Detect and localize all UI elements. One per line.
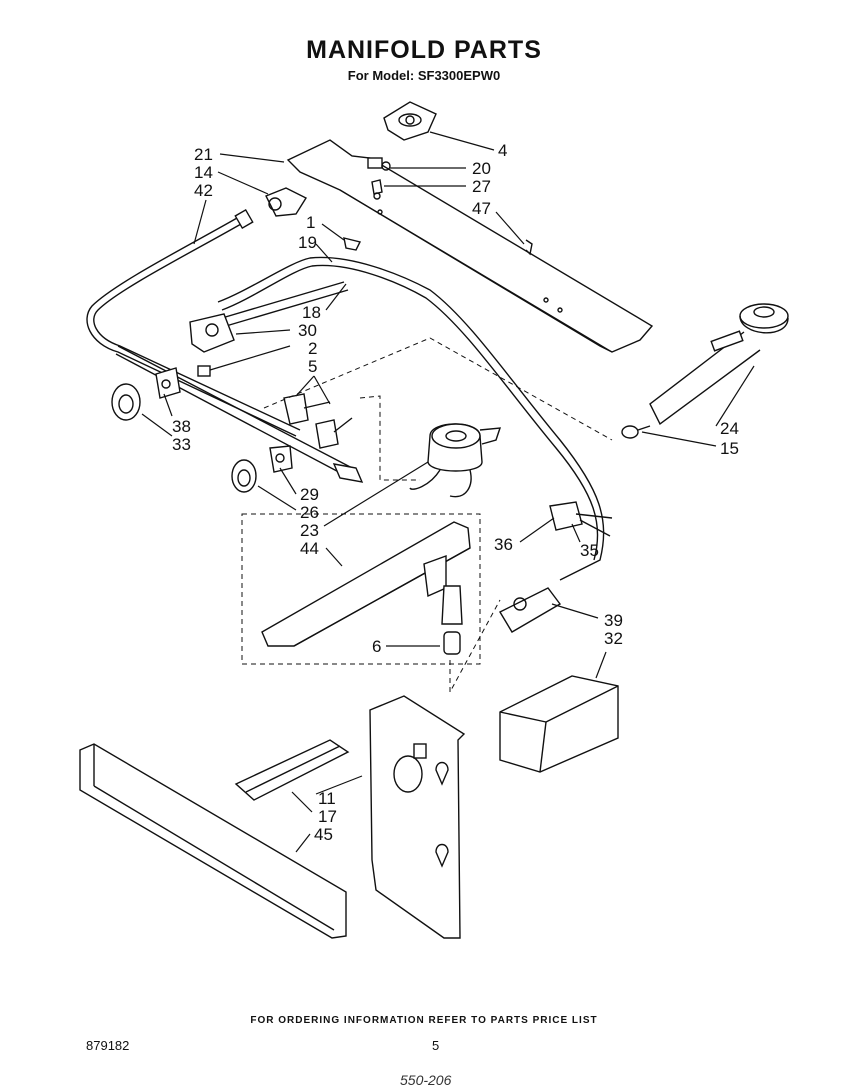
- label-20: 20: [472, 159, 491, 178]
- label-42: 42: [194, 181, 213, 200]
- label-2: 2: [308, 339, 317, 358]
- part-14-bracket[interactable]: [265, 187, 308, 217]
- label-21: 21: [194, 145, 213, 164]
- label-4: 4: [498, 141, 507, 160]
- label-44: 44: [300, 539, 319, 558]
- label-23: 23: [300, 521, 319, 540]
- part-2-fitting[interactable]: [197, 365, 211, 377]
- part-26-knob[interactable]: [231, 459, 257, 493]
- part-42-gas-tube[interactable]: [86, 208, 301, 437]
- page-number: 5: [432, 1038, 440, 1053]
- part-5-valve-lower[interactable]: [315, 417, 353, 449]
- label-24: 24: [720, 419, 739, 438]
- label-14: 14: [194, 163, 213, 182]
- label-35: 35: [580, 541, 599, 560]
- label-33: 33: [172, 435, 191, 454]
- part-11-17-bracket[interactable]: [234, 739, 350, 801]
- manifold-rail[interactable]: [115, 345, 364, 483]
- part-18-tube[interactable]: [221, 281, 349, 327]
- part-15-orifice[interactable]: [621, 425, 651, 439]
- part-39-thermostat[interactable]: [499, 587, 562, 633]
- part-4-burner-base[interactable]: [383, 101, 437, 141]
- part-29-bezel[interactable]: [269, 445, 293, 473]
- part-number-labels: 21 14 42 1 19 18 30 2 5 38 33 29 26 23 4…: [172, 141, 739, 844]
- part-44-burner-support[interactable]: [241, 513, 481, 665]
- side-panel[interactable]: [369, 695, 466, 939]
- document-code: 879182: [86, 1038, 130, 1053]
- leader-lines: [141, 131, 755, 853]
- part-23-burner[interactable]: [409, 423, 502, 498]
- label-47: 47: [472, 199, 491, 218]
- label-19: 19: [298, 233, 317, 252]
- part-1-clip[interactable]: [343, 237, 362, 251]
- label-11: 11: [318, 789, 336, 808]
- part-21-manifold-bracket[interactable]: [286, 139, 654, 353]
- label-18: 18: [302, 303, 321, 322]
- label-32: 32: [604, 629, 623, 648]
- model-subtitle: For Model: SF3300EPW0: [347, 68, 501, 83]
- part-27-fitting[interactable]: [371, 179, 383, 200]
- part-24-burner-tube[interactable]: [649, 303, 789, 426]
- part-5-valve-upper[interactable]: [283, 393, 331, 425]
- label-5: 5: [308, 357, 317, 376]
- part-6-orifice[interactable]: [441, 585, 463, 655]
- part-45-front-panel[interactable]: [79, 743, 347, 939]
- label-17: 17: [318, 807, 337, 826]
- label-15: 15: [720, 439, 739, 458]
- part-33-bezel[interactable]: [155, 367, 181, 399]
- part-32-junction-box[interactable]: [499, 675, 619, 773]
- label-38: 38: [172, 417, 191, 436]
- part-36-valve[interactable]: [549, 501, 613, 537]
- page-title: MANIFOLD PARTS: [306, 36, 542, 64]
- part-20-fitting[interactable]: [367, 157, 391, 171]
- part-47-clip[interactable]: [525, 239, 533, 256]
- label-27: 27: [472, 177, 491, 196]
- handwritten-note: 550-206: [400, 1072, 452, 1088]
- label-30: 30: [298, 321, 317, 340]
- label-29: 29: [300, 485, 319, 504]
- label-6: 6: [372, 637, 381, 656]
- label-36: 36: [494, 535, 513, 554]
- label-39: 39: [604, 611, 623, 630]
- part-19-tube[interactable]: [217, 256, 605, 581]
- part-30-valve[interactable]: [189, 313, 235, 353]
- ordering-note: FOR ORDERING INFORMATION REFER TO PARTS …: [250, 1015, 598, 1026]
- label-26: 26: [300, 503, 319, 522]
- part-38-knob[interactable]: [111, 383, 141, 421]
- label-45: 45: [314, 825, 333, 844]
- label-1: 1: [306, 213, 315, 232]
